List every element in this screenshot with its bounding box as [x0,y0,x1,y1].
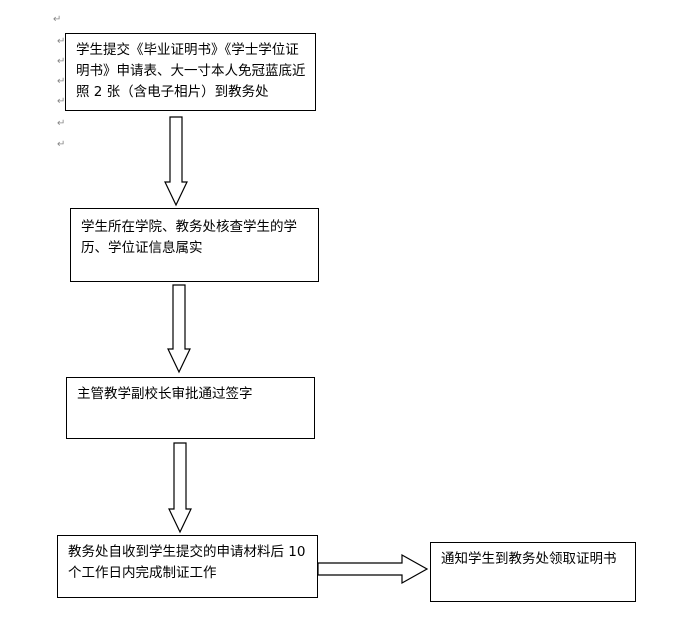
step-text: 教务处自收到学生提交的申请材料后 10 个工作日内完成制证工作 [68,544,306,581]
paragraph-mark: ↵ [57,56,66,67]
paragraph-mark: ↵ [57,118,66,129]
paragraph-mark: ↵ [57,76,66,87]
paragraph-mark: ↵ [53,14,62,25]
down-arrow-1 [164,116,188,207]
paragraph-mark: ↵ [57,96,66,107]
step-text: 主管教学副校长审批通过签字 [77,386,253,402]
down-arrow-2 [167,284,191,374]
step-text: 学生提交《毕业证明书》《学士学位证明书》申请表、大一寸本人免冠蓝底近照 2 张（… [76,42,306,100]
step-produce-certificate: 教务处自收到学生提交的申请材料后 10 个工作日内完成制证工作 [57,535,318,598]
step-text: 学生所在学院、教务处核查学生的学历、学位证信息属实 [81,219,297,256]
paragraph-mark: ↵ [57,36,66,47]
paragraph-mark: ↵ [57,139,66,150]
step-text: 通知学生到教务处领取证明书 [441,551,617,567]
down-arrow-3 [168,442,192,534]
step-submit-application: 学生提交《毕业证明书》《学士学位证明书》申请表、大一寸本人免冠蓝底近照 2 张（… [65,33,316,111]
right-arrow [317,553,429,585]
step-verify-records: 学生所在学院、教务处核查学生的学历、学位证信息属实 [70,208,319,282]
step-vice-president-approval: 主管教学副校长审批通过签字 [66,377,315,439]
step-notify-student: 通知学生到教务处领取证明书 [430,542,636,602]
